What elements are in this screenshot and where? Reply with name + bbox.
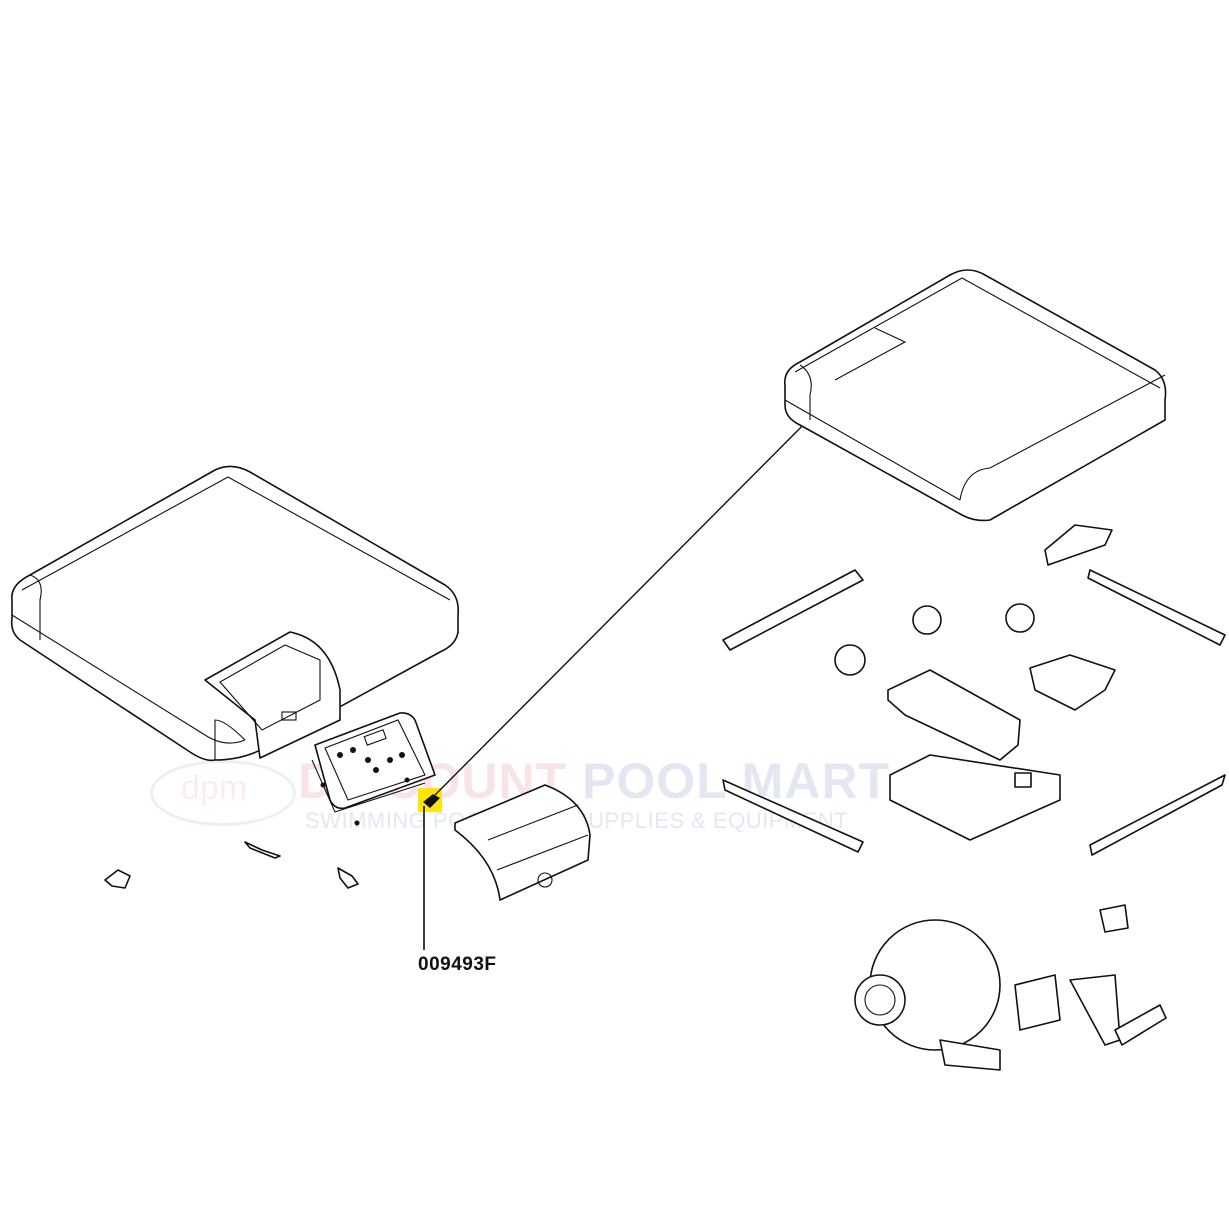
small-brackets	[104, 841, 359, 889]
part-number-label: 009493F	[418, 954, 497, 975]
leader-line-to-cover	[434, 382, 846, 796]
watermark-brand-part2: POOL MART	[582, 753, 891, 809]
watermark-logo: dpm	[150, 760, 296, 826]
watermark-logo-text: dpm	[181, 769, 248, 807]
left-heater-cover	[10, 465, 460, 762]
highlighted-part-009493F[interactable]	[423, 794, 440, 808]
front-access-panel	[454, 784, 591, 901]
right-heater-cover	[783, 269, 1167, 522]
control-panel	[311, 712, 436, 826]
internal-components	[722, 524, 1226, 1071]
